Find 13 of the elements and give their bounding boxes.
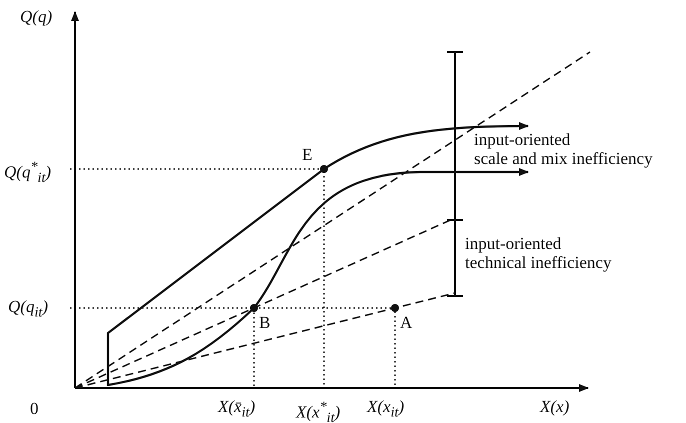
tick-label: Q(q$_{it}$) [8,298,48,322]
annotation-text: input-oriented scale and mix inefficiency [474,130,653,168]
tick-label: X(x$_{it}$) [367,398,404,422]
point-label: B [259,314,270,332]
point-label: E [302,146,312,164]
tick-label: 0 [30,400,38,418]
tick-label: Q(q$^{*}$$_{it}$) [4,158,52,188]
tick-label: X(x$^{*}$$_{it}$) [296,398,340,423]
tick-label: X(x̄$_{it}$) [218,398,256,422]
axis-label: X(x) [540,398,570,416]
axis-label: Q(q) [20,8,52,26]
annotation-text: input-oriented technical inefficiency [465,234,612,272]
point-label: A [400,314,412,332]
